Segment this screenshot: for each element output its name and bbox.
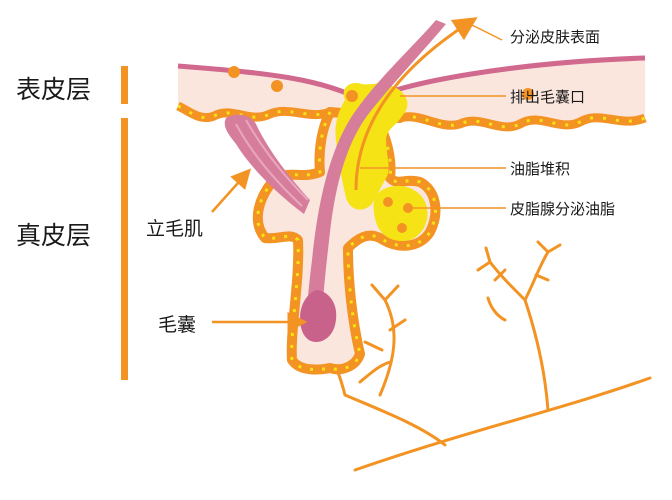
callout-sebum-buildup: 油脂堆积	[510, 160, 571, 178]
epidermis-label: 表皮层	[16, 75, 92, 104]
arrector-muscle-label: 立毛肌	[146, 218, 204, 240]
epidermis-dot	[271, 80, 283, 92]
callout-line-surface	[469, 23, 503, 41]
callout-gland-secretes: 皮脂腺分泌油脂	[510, 200, 616, 218]
hair-bulb	[300, 290, 337, 342]
epidermis-bracket	[121, 66, 128, 104]
sebum-flow-arrow	[354, 17, 478, 191]
sebum-dot	[346, 90, 358, 102]
arrector-pili-muscle-stripes	[235, 119, 309, 207]
callout-secrete-surface: 分泌皮肤表面	[510, 28, 601, 46]
callout-follicle-opening: 排出毛囊口	[510, 88, 586, 106]
arrector-muscle-pointer	[211, 168, 252, 213]
dermis-bracket	[121, 118, 128, 380]
nerve-fibers	[316, 240, 652, 472]
dermis-label: 真皮层	[16, 221, 92, 250]
epidermis-dot	[228, 66, 240, 78]
sebum-dot	[397, 223, 407, 233]
hair-follicle-label: 毛囊	[158, 314, 197, 336]
sebum-dot	[383, 197, 393, 207]
epidermis-dot	[522, 88, 534, 100]
